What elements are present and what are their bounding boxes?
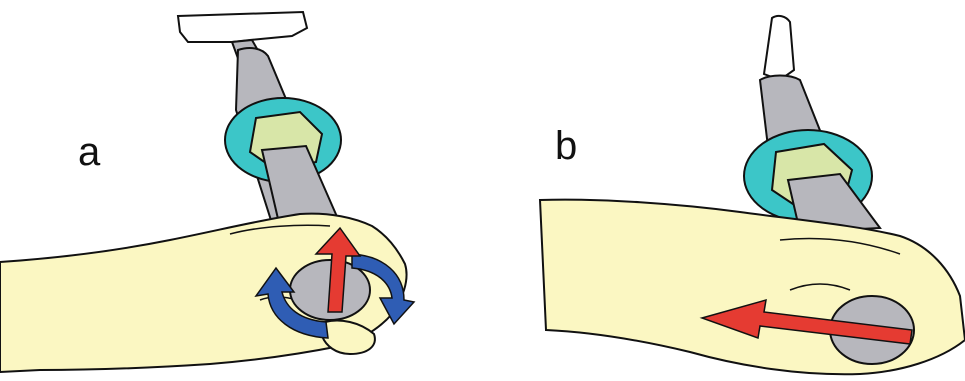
panel-b bbox=[540, 16, 965, 374]
handle-tip-b bbox=[764, 16, 794, 80]
panel-label-a: a bbox=[78, 132, 100, 172]
panel-a bbox=[0, 12, 414, 372]
handle-top bbox=[178, 12, 307, 42]
panel-label-b: b bbox=[555, 126, 577, 166]
